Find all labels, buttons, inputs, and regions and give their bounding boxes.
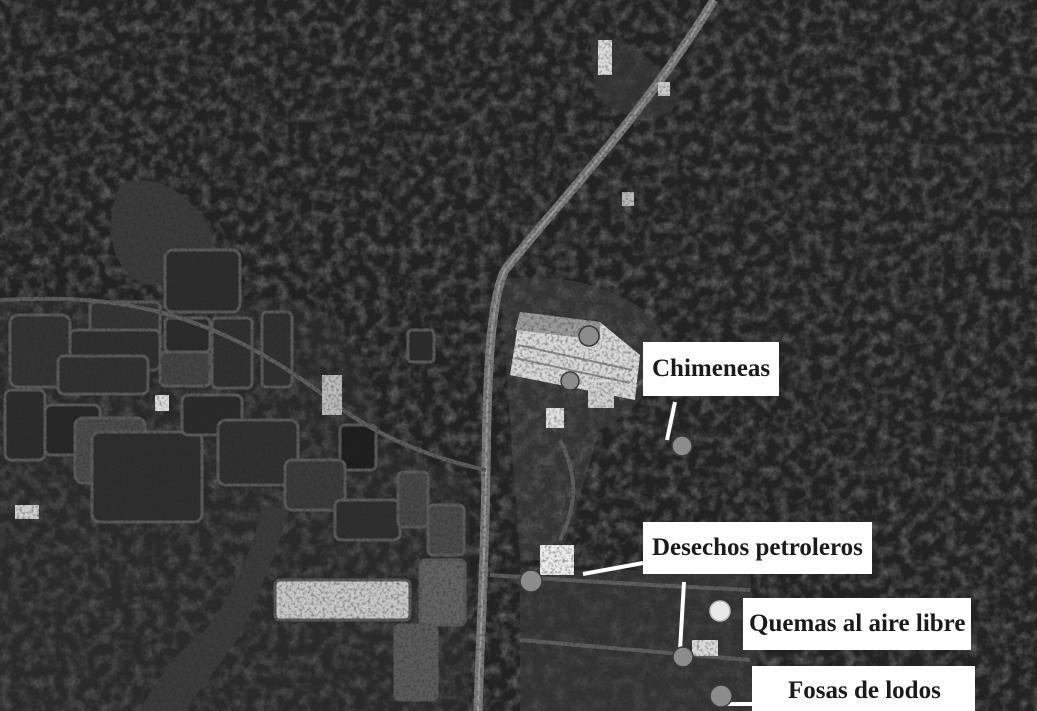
leader-line-desechos <box>582 561 644 576</box>
label-desechos-petroleros: Desechos petroleros <box>643 522 872 574</box>
label-quemas-al-aire-libre: Quemas al aire libre <box>743 598 972 650</box>
marker-chimenea-1 <box>578 325 600 347</box>
marker-quemas-1 <box>709 600 731 622</box>
label-fosas-de-lodos: Fosas de lodos <box>752 666 975 711</box>
leader-line-chimeneas <box>665 401 677 441</box>
marker-quemas-2 <box>672 646 694 668</box>
marker-fosas <box>709 684 733 708</box>
leader-line-quemas <box>678 581 686 651</box>
marker-chimenea-3 <box>671 435 693 457</box>
site-markers <box>519 325 733 708</box>
leader-lines <box>582 401 752 706</box>
marker-desechos <box>519 569 543 593</box>
label-chimeneas: Chimeneas <box>643 342 780 396</box>
marker-chimenea-2 <box>560 371 580 391</box>
